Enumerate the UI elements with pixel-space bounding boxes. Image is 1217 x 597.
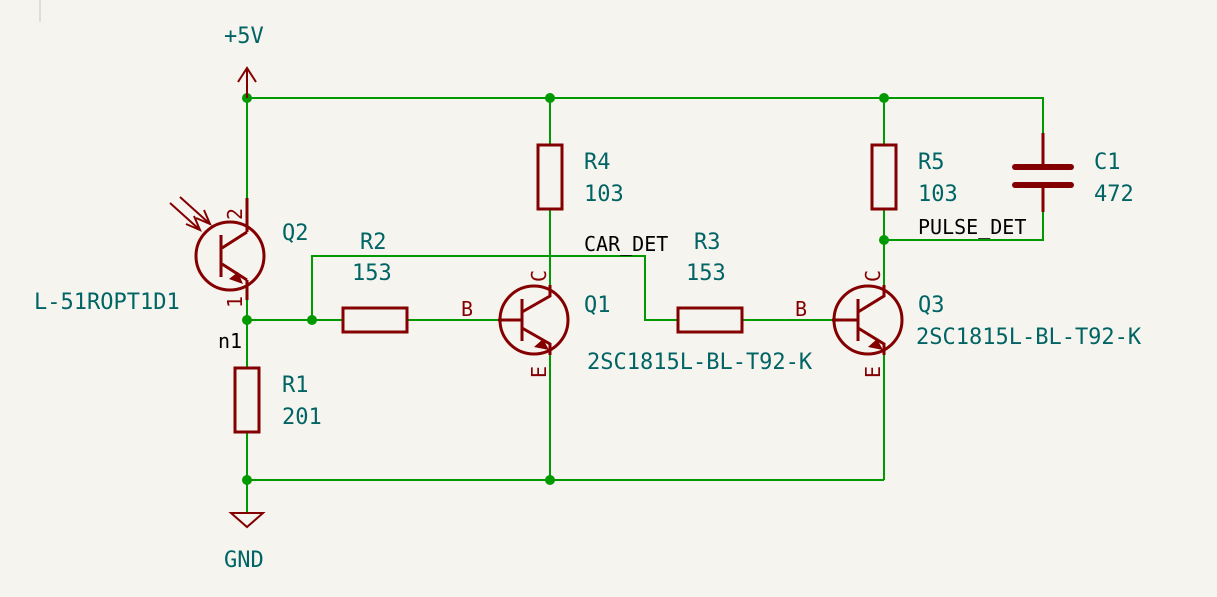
capacitor-c1[interactable]: C1 472	[1012, 133, 1134, 212]
q2-pin-2: 2	[223, 208, 247, 220]
power-gnd-symbol[interactable]: GND	[224, 512, 266, 573]
gnd-label: GND	[224, 548, 264, 573]
transistor-q3[interactable]: C E B Q3 2SC1815L-BL-T92-K	[795, 270, 1142, 378]
q3-pin-e: E	[861, 366, 885, 378]
net-label-car-det[interactable]: CAR_DET	[584, 232, 668, 256]
q3-pin-b: B	[795, 297, 807, 321]
q3-emitter-arrow-icon	[868, 339, 883, 350]
junction-dot	[545, 475, 555, 485]
r3-value: 153	[686, 261, 726, 286]
junction-dot	[879, 93, 889, 103]
r5-body-icon	[870, 143, 898, 211]
q2-pin-1: 1	[223, 296, 247, 308]
r5-value: 103	[918, 182, 958, 207]
resistor-r5[interactable]: R5 103	[870, 143, 958, 211]
r2-body-icon	[341, 306, 409, 334]
q1-value: 2SC1815L-BL-T92-K	[587, 350, 813, 375]
r4-reference: R4	[584, 150, 611, 175]
q2-body-icon	[194, 220, 266, 292]
c1-reference: C1	[1094, 150, 1121, 175]
junction-dot	[242, 315, 252, 325]
q1-pin-c: C	[527, 270, 551, 282]
junctions	[242, 93, 889, 485]
light-arrows-icon	[169, 196, 212, 232]
q3-reference: Q3	[918, 293, 945, 318]
q1-pin-e: E	[527, 366, 551, 378]
transistor-q1[interactable]: C E B Q1 2SC1815L-BL-T92-K	[461, 270, 813, 378]
q1-reference: Q1	[584, 293, 611, 318]
q2-emitter-arrow-icon	[229, 272, 243, 284]
r3-reference: R3	[694, 230, 721, 255]
q2-leads	[221, 230, 248, 282]
resistor-r3[interactable]: R3 153	[676, 230, 744, 334]
q1-ce-leads	[521, 285, 552, 355]
q3-value: 2SC1815L-BL-T92-K	[916, 325, 1142, 350]
q3-ce-leads	[857, 285, 886, 355]
r1-value: 201	[282, 405, 322, 430]
r4-value: 103	[584, 182, 624, 207]
junction-dot	[545, 93, 555, 103]
junction-dot	[879, 235, 889, 245]
c1-value: 472	[1094, 182, 1134, 207]
gnd-triangle-icon	[228, 512, 266, 529]
junction-dot	[242, 475, 252, 485]
q2-value: L-51ROPT1D1	[34, 290, 180, 315]
resistor-r1[interactable]: R1 201	[233, 366, 322, 434]
net-label-pulse-det[interactable]: PULSE_DET	[918, 215, 1026, 239]
phototransistor-q2[interactable]: 2 1 Q2 L-51ROPT1D1	[34, 196, 309, 315]
wire-car-det[interactable]	[311, 255, 678, 321]
r1-body-icon	[233, 366, 261, 434]
resistor-r4[interactable]: R4 103	[536, 143, 624, 211]
r1-reference: R1	[282, 373, 309, 398]
q1-emitter-arrow-icon	[534, 339, 549, 350]
resistor-r2[interactable]: R2 153	[341, 230, 409, 334]
r4-body-icon	[536, 143, 564, 211]
r3-body-icon	[676, 306, 744, 334]
q2-reference: Q2	[282, 221, 309, 246]
q3-pin-c: C	[861, 270, 885, 282]
net-label-n1[interactable]: n1	[218, 329, 242, 353]
junction-dot	[307, 315, 317, 325]
vcc-label: +5V	[224, 24, 264, 49]
power-vcc-symbol[interactable]: +5V	[224, 24, 264, 98]
r2-reference: R2	[360, 230, 387, 255]
q1-pin-b: B	[461, 297, 473, 321]
r2-value: 153	[352, 261, 392, 286]
r5-reference: R5	[918, 150, 945, 175]
wire-vcc-rail[interactable]	[247, 97, 1044, 133]
vcc-arrow-icon	[237, 66, 257, 98]
